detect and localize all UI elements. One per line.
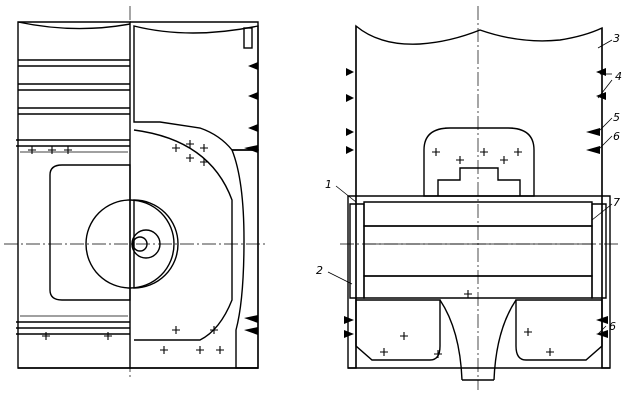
callout-1: 1	[325, 178, 332, 191]
callout-4: 4	[615, 70, 622, 83]
callout-2: 2	[316, 264, 323, 277]
right-cross-marks	[380, 148, 554, 358]
right-ring-grooves	[344, 68, 608, 338]
left-crown-section	[133, 25, 259, 151]
callout-6-lower: 6	[609, 320, 616, 333]
left-cross-marks	[28, 140, 224, 354]
callout-3: 3	[613, 32, 620, 45]
left-view	[4, 6, 266, 378]
leader-lines	[327, 39, 613, 335]
callout-labels: 1 2 3 4 5 6 7 6	[316, 32, 622, 333]
right-crown-section	[355, 24, 603, 197]
callout-6-upper: 6	[613, 130, 620, 143]
combustion-cavity	[423, 127, 535, 197]
right-skirt-section	[355, 299, 441, 361]
callout-7: 7	[613, 196, 620, 209]
callout-5: 5	[613, 111, 620, 124]
left-ring-grooves	[16, 59, 130, 335]
left-pin-section	[133, 199, 179, 289]
right-view	[327, 6, 620, 390]
